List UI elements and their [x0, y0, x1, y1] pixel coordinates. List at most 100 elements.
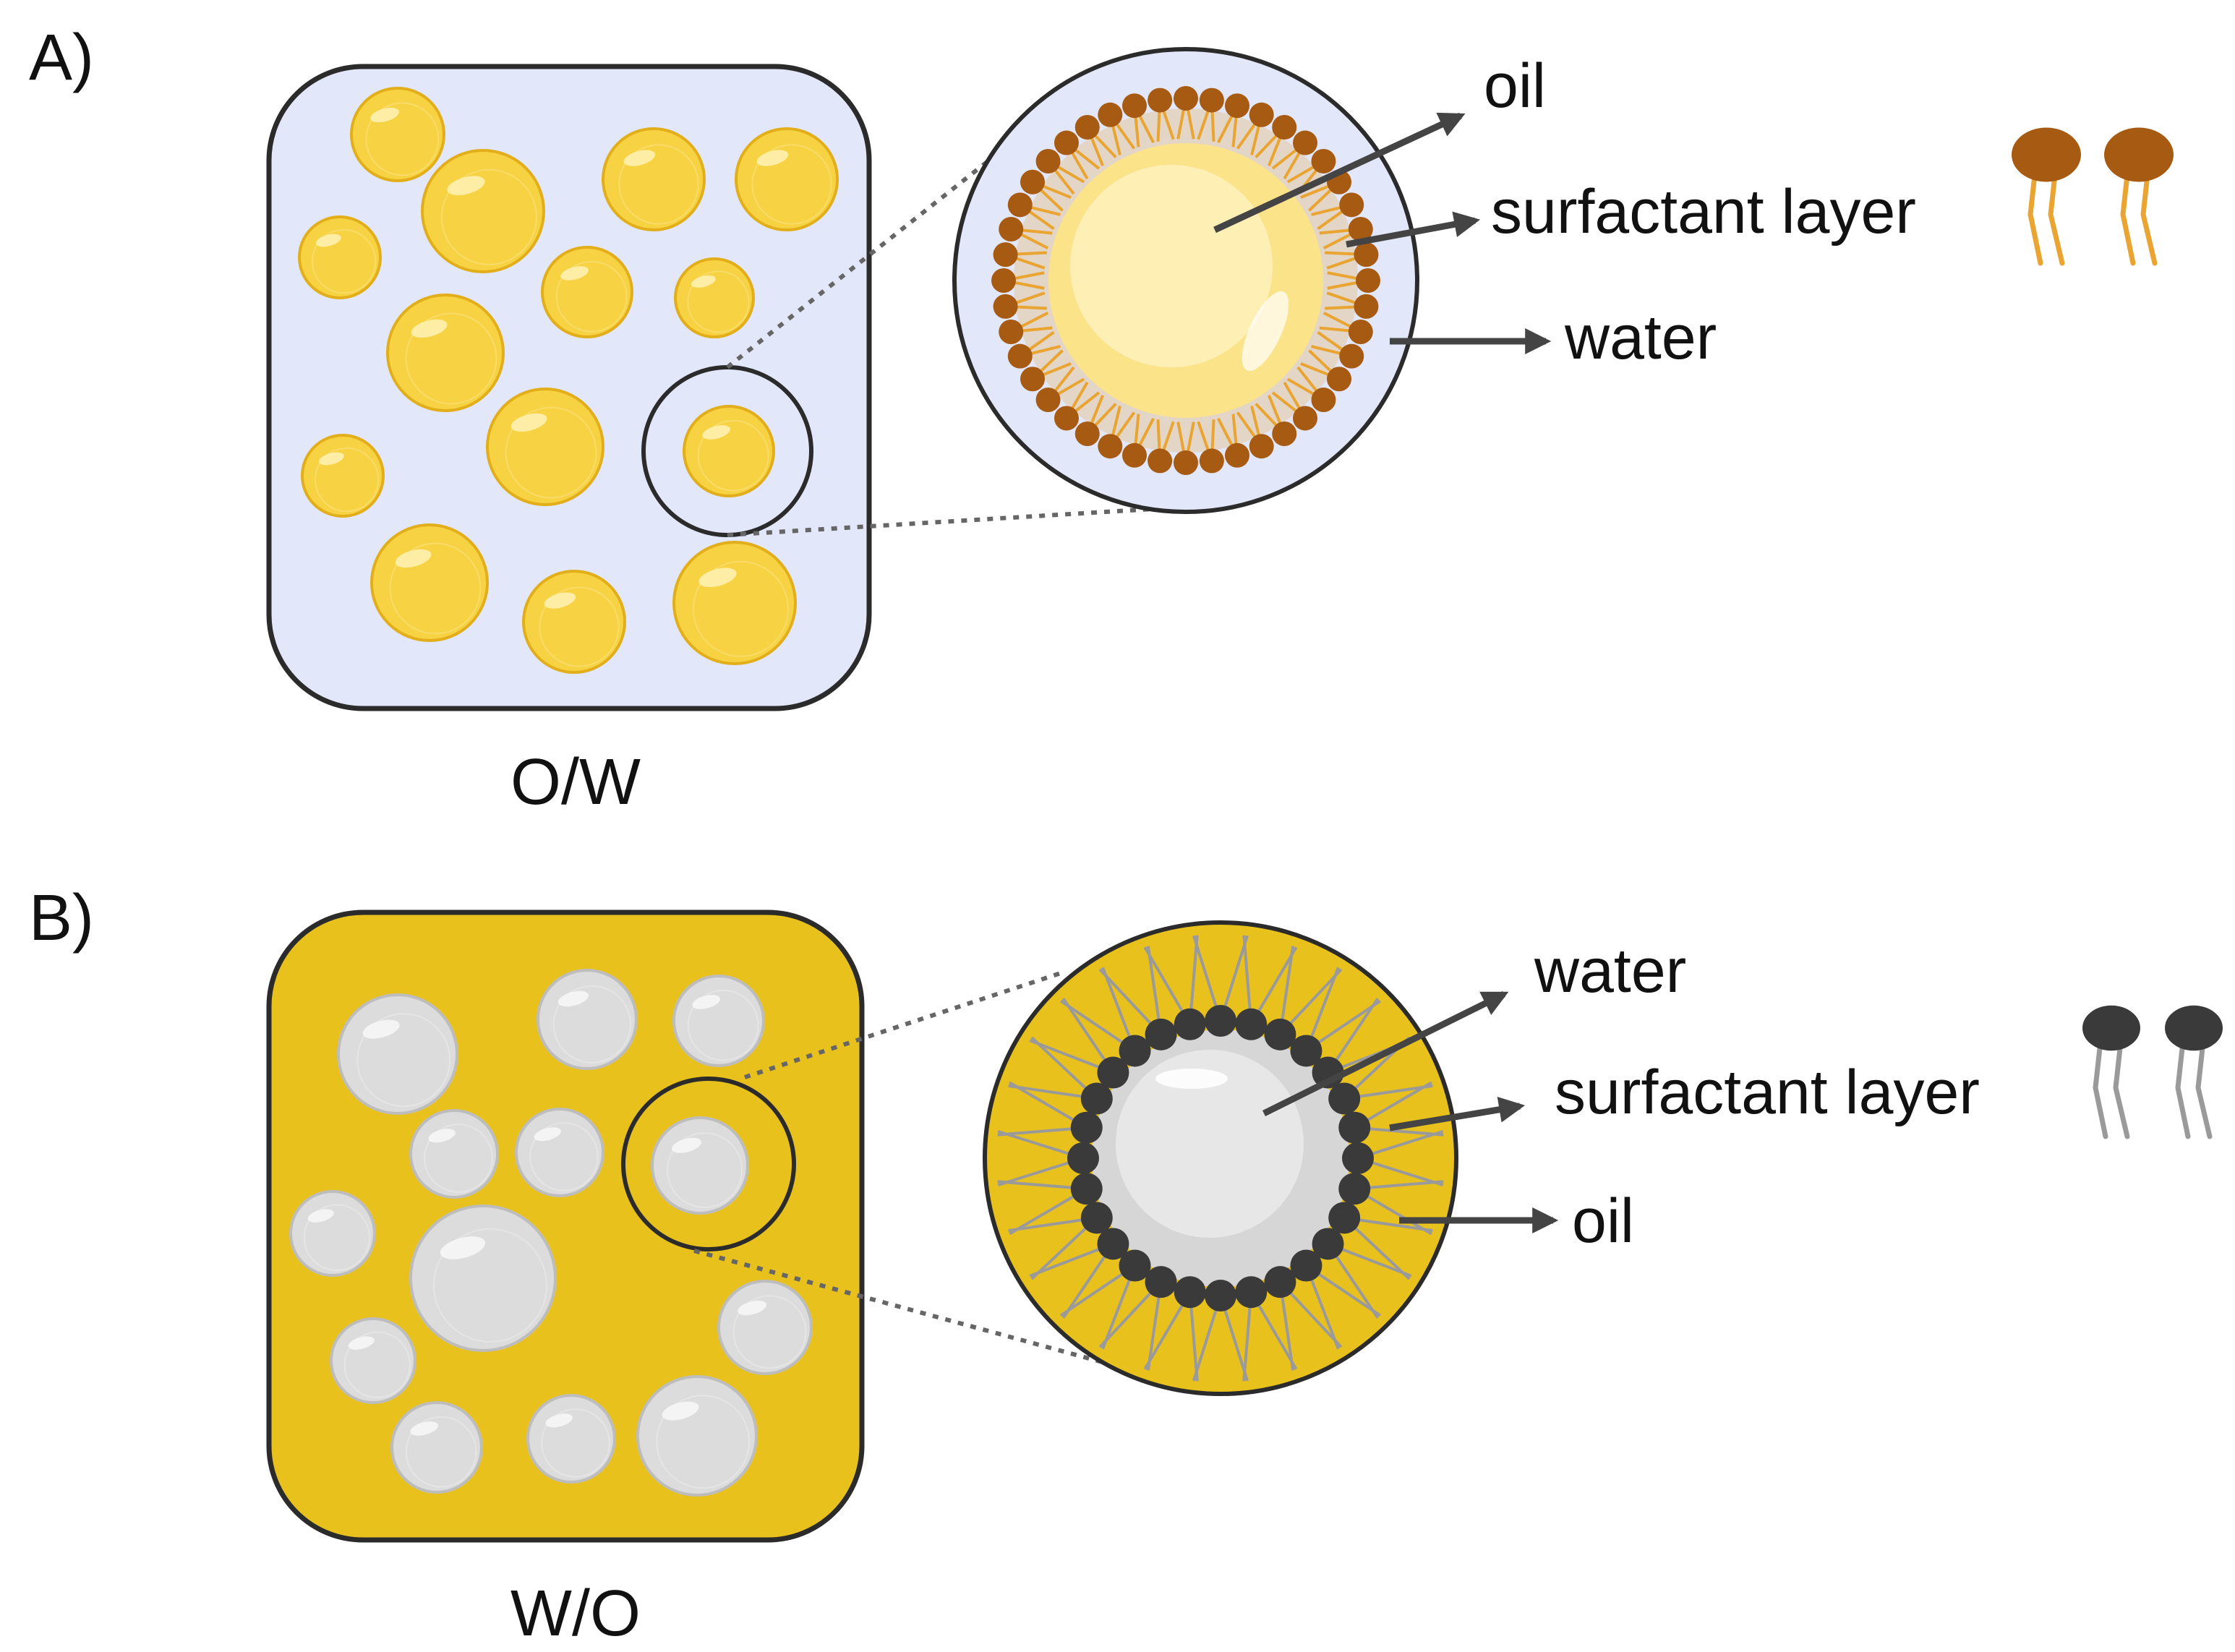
surfactant-head — [1067, 1142, 1099, 1174]
surfactant-head — [1080, 1202, 1113, 1234]
surfactant-head — [1348, 217, 1373, 242]
surfactant-head — [1007, 192, 1033, 218]
surfactant-head — [1070, 1173, 1103, 1205]
droplet — [409, 1204, 557, 1352]
droplet — [651, 1116, 749, 1215]
surfactant-head — [1097, 1228, 1129, 1260]
surfactant-head — [1097, 1056, 1129, 1089]
droplet — [515, 1108, 604, 1197]
panel-b-medium-label: oil — [1572, 1186, 1634, 1256]
droplet — [337, 993, 458, 1115]
droplet — [486, 388, 604, 506]
surfactant-head — [1174, 86, 1198, 111]
surfactant-head — [1338, 1173, 1371, 1205]
panel-b-selection-circle — [621, 1077, 796, 1251]
surfactant-head — [1205, 1005, 1236, 1037]
droplet — [301, 434, 385, 518]
surfactant-head — [1122, 442, 1148, 468]
surfactant-head — [1205, 1280, 1236, 1311]
droplet — [298, 215, 382, 299]
surfactant-head — [1326, 367, 1351, 392]
surfactant-head — [1328, 1082, 1361, 1115]
droplet — [683, 405, 775, 497]
panel-a-droplets — [298, 87, 839, 674]
surfactant-head — [1290, 1035, 1322, 1067]
surfactant-molecule — [2012, 127, 2081, 266]
droplet — [330, 1317, 416, 1404]
panel-a-core-label: oil — [1484, 51, 1546, 121]
panel-a-label: A) — [29, 22, 94, 94]
surfactant-head — [1354, 294, 1379, 319]
surfactant-head — [1148, 87, 1173, 113]
panel-a-surfactant-label: surfactant layer — [1491, 177, 1916, 247]
droplet — [636, 1375, 758, 1497]
droplet — [602, 127, 706, 231]
surfactant-head — [1148, 448, 1173, 474]
surfactant-molecule — [2082, 1005, 2140, 1139]
surfactant-head — [1224, 93, 1249, 119]
surfactant-molecule-icon — [2082, 1005, 2223, 1139]
surfactant-head — [1174, 450, 1198, 475]
surfactant-head — [1342, 1142, 1374, 1174]
panel-b-surfactant-label: surfactant layer — [1555, 1058, 1980, 1127]
panel-b-caption: W/O — [510, 1578, 641, 1650]
droplet — [537, 969, 638, 1070]
droplet — [735, 127, 839, 231]
droplet — [717, 1280, 813, 1375]
surfactant-head — [1199, 87, 1224, 113]
surfactant-head — [1339, 343, 1364, 369]
droplet — [390, 1401, 483, 1494]
panel-a-medium-label: water — [1564, 303, 1717, 372]
droplet — [421, 149, 545, 273]
surfactant-head — [991, 268, 1016, 293]
panel-b-label: B) — [29, 882, 94, 954]
surfactant-head — [1264, 1266, 1296, 1298]
surfactant-head — [1054, 130, 1079, 155]
panel-b-zoom-line-bottom — [693, 1249, 1172, 1383]
surfactant-head — [1074, 421, 1100, 446]
surfactant-head — [1080, 1082, 1113, 1115]
surfactant-molecule — [2104, 127, 2174, 266]
surfactant-head — [1312, 1228, 1344, 1260]
surfactant-head — [1145, 1018, 1177, 1050]
surfactant-head — [1249, 102, 1274, 127]
droplet — [409, 1109, 499, 1199]
droplet — [522, 570, 626, 674]
surfactant-head — [999, 319, 1024, 344]
surfactant-head — [1354, 242, 1379, 268]
surfactant-head — [1224, 442, 1249, 468]
surfactant-molecule — [2165, 1005, 2223, 1139]
droplet — [541, 246, 633, 338]
surfactant-head — [993, 294, 1018, 319]
panel-a-zoom-line-bottom — [727, 504, 1201, 537]
panel-b-zoom-droplet — [983, 920, 1458, 1396]
droplet — [672, 975, 765, 1067]
surfactant-head — [1119, 1035, 1151, 1067]
droplet — [370, 523, 489, 642]
panel-a: A) oil surfactant layer water O/W — [29, 22, 2174, 818]
surfactant-head — [1311, 388, 1336, 413]
surfactant-head — [1293, 406, 1318, 431]
droplet — [526, 1394, 616, 1484]
panel-b-core-label: water — [1534, 936, 1686, 1006]
surfactant-head — [1020, 367, 1046, 392]
surfactant-head — [1328, 1202, 1361, 1234]
panel-a-core-arrow — [1213, 112, 1466, 234]
droplet — [386, 294, 505, 412]
surfactant-head — [1235, 1276, 1268, 1309]
panel-b-surfactant-arrow — [1389, 1096, 1526, 1131]
surfactant-head — [1272, 115, 1297, 140]
surfactant-head — [1054, 406, 1079, 431]
panel-a-zoom-line-top — [726, 157, 992, 369]
surfactant-head — [1174, 1008, 1206, 1040]
surfactant-head — [1311, 148, 1336, 174]
panel-a-zoom-droplet — [952, 47, 1419, 514]
surfactant-head — [1020, 169, 1046, 194]
surfactant-head — [1122, 93, 1148, 119]
surfactant-head — [993, 242, 1018, 268]
panel-b-droplets — [289, 969, 813, 1497]
surfactant-head — [1174, 1276, 1206, 1309]
surfactant-head — [1338, 1111, 1371, 1144]
surfactant-head — [1007, 343, 1033, 369]
